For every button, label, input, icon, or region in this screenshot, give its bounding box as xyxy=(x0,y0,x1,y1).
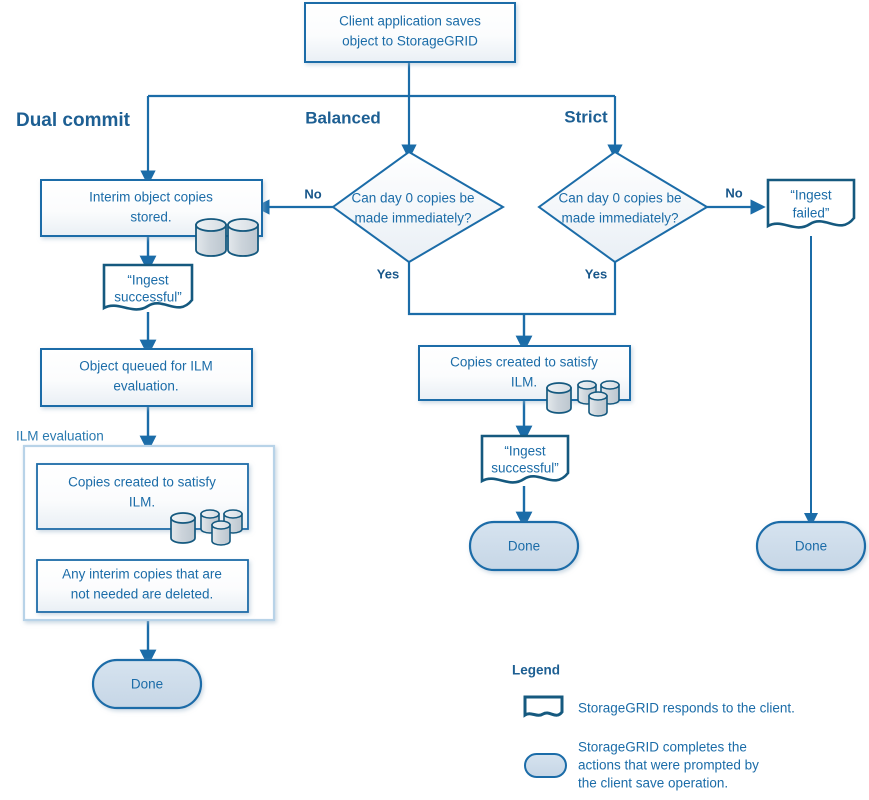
legend-item-completion-line2: actions that were prompted by xyxy=(578,758,759,773)
node-client-application-line2: object to StorageGRID xyxy=(342,34,478,49)
node-copies-created-mid-line1: Copies created to satisfy xyxy=(450,355,598,370)
edge-label-balanced-no: No xyxy=(304,186,321,201)
node-copies-created-left-line2: ILM. xyxy=(129,495,155,510)
legend-title: Legend xyxy=(512,663,560,678)
branch-label-strict: Strict xyxy=(564,107,608,126)
legend-item-completion-line3: the client save operation. xyxy=(578,776,728,791)
node-interim-object-copies-line1: Interim object copies xyxy=(89,190,213,205)
storage-cylinder-icon xyxy=(195,218,259,257)
node-interim-copies-deleted-line1: Any interim copies that are xyxy=(62,567,222,582)
rounded-terminator-icon xyxy=(524,753,567,778)
node-done-left[interactable]: Done xyxy=(91,658,203,710)
node-client-application-line1: Client application saves xyxy=(339,14,481,29)
node-copies-created-mid[interactable]: Copies created to satisfy ILM. xyxy=(418,345,631,417)
node-done-right[interactable]: Done xyxy=(755,520,867,572)
branch-label-balanced: Balanced xyxy=(305,108,381,127)
branch-label-dual-commit: Dual commit xyxy=(16,110,131,131)
legend-item-response: StorageGRID responds to the client. xyxy=(523,695,795,718)
edge-balanced-yes xyxy=(407,262,524,316)
document-shape xyxy=(480,434,570,484)
legend: Legend StorageGRID responds to the clien… xyxy=(512,663,795,791)
document-shape xyxy=(102,263,194,311)
edge-label-strict-yes: Yes xyxy=(585,266,607,281)
node-ingest-failed[interactable]: “Ingest failed” xyxy=(766,178,856,229)
decision-strict-line2: made immediately? xyxy=(561,211,678,226)
legend-item-completion: StorageGRID completes the actions that w… xyxy=(524,740,759,791)
node-object-queued-line2: evaluation. xyxy=(113,379,178,394)
node-done-mid[interactable]: Done xyxy=(468,520,580,572)
storage-cylinder-cluster-icon xyxy=(170,509,243,546)
node-interim-object-copies[interactable]: Interim object copies stored. xyxy=(40,179,263,257)
node-ingest-successful-left[interactable]: “Ingest successful” xyxy=(102,263,194,311)
node-interim-copies-deleted-line2: not needed are deleted. xyxy=(71,587,214,602)
document-shape-icon xyxy=(523,695,564,718)
node-object-queued[interactable]: Object queued for ILM evaluation. xyxy=(40,348,253,407)
node-client-application[interactable]: Client application saves object to Stora… xyxy=(304,2,516,63)
node-ingest-successful-mid[interactable]: “Ingest successful” xyxy=(480,434,570,484)
decision-balanced-line1: Can day 0 copies be xyxy=(351,191,474,206)
node-ingest-failed-line1: “Ingest xyxy=(790,188,832,203)
node-copies-created-left[interactable]: Copies created to satisfy ILM. xyxy=(36,463,249,546)
node-ingest-successful-left-line2: successful” xyxy=(114,290,182,305)
node-done-right-label: Done xyxy=(795,539,827,554)
node-ingest-successful-mid-line1: “Ingest xyxy=(504,444,546,459)
decision-strict-line1: Can day 0 copies be xyxy=(558,191,681,206)
node-done-mid-label: Done xyxy=(508,539,540,554)
node-ingest-failed-line2: failed” xyxy=(793,206,830,221)
edge-label-balanced-yes: Yes xyxy=(377,266,399,281)
document-shape xyxy=(766,178,856,229)
node-done-left-label: Done xyxy=(131,677,163,692)
node-ingest-successful-left-line1: “Ingest xyxy=(127,273,169,288)
decision-strict[interactable]: Can day 0 copies be made immediately? xyxy=(537,150,709,264)
node-interim-object-copies-line2: stored. xyxy=(130,210,171,225)
ilm-evaluation-group-label: ILM evaluation xyxy=(16,429,104,444)
node-object-queued-line1: Object queued for ILM xyxy=(79,359,213,374)
edge-label-strict-no: No xyxy=(725,185,742,200)
legend-item-response-text: StorageGRID responds to the client. xyxy=(578,701,795,716)
ilm-evaluation-group: Copies created to satisfy ILM. xyxy=(22,444,276,622)
legend-item-completion-line1: StorageGRID completes the xyxy=(578,740,747,755)
decision-balanced[interactable]: Can day 0 copies be made immediately? xyxy=(331,150,505,264)
edge-strict-yes xyxy=(524,262,617,316)
storage-cylinder-cluster-icon xyxy=(546,380,620,417)
node-interim-copies-deleted[interactable]: Any interim copies that are not needed a… xyxy=(36,559,249,613)
node-ingest-successful-mid-line2: successful” xyxy=(491,461,559,476)
node-copies-created-left-line1: Copies created to satisfy xyxy=(68,475,216,490)
node-copies-created-mid-line2: ILM. xyxy=(511,375,537,390)
decision-balanced-line2: made immediately? xyxy=(354,211,471,226)
